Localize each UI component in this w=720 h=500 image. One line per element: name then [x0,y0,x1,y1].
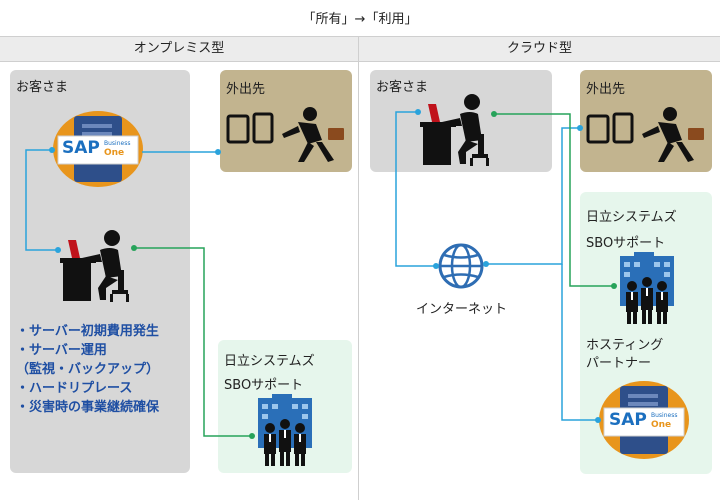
bullet-item: ・災害時の事業継続確保 [16,400,160,415]
desk-worker-icon [60,228,132,302]
onpremise-cost-list: ・サーバー初期費用発生 ・サーバー運用 （監視・バックアップ） ・ハードリプレー… [16,322,159,417]
sap-server-icon [598,380,690,460]
column-divider [358,36,359,500]
right-outside-label: 外出先 [586,82,626,97]
left-sap-brand: SAP [62,138,100,158]
hitachi-support-icon [612,252,682,326]
left-customer-label: お客さま [16,80,69,95]
bullet-item: （監視・バックアップ） [16,362,160,377]
hosting-label-1: ホスティング [586,338,664,353]
bullet-item: ・サーバー初期費用発生 [16,324,159,339]
right-sap-line1: Business [651,412,678,419]
right-sap-line2: One [651,420,672,430]
mobile-worker-icon [224,104,348,164]
desk-to-hitachi-line [491,111,617,289]
internet-to-outside-line [483,125,583,267]
internet-to-server-line [561,264,601,423]
internet-label: インターネット [416,302,508,317]
cloud-header: クラウド型 [359,36,720,62]
bullet-item: ・ハードリプレース [16,381,133,396]
sap-server-icon [52,110,144,188]
desk-to-hitachi-line [131,245,255,439]
hitachi-support-icon [250,394,320,468]
hosting-label-2: パートナー [586,356,652,371]
right-sap-brand: SAP [609,410,647,430]
left-sap-line2: One [104,148,125,158]
server-to-desk-line [25,147,61,253]
globe-icon [437,242,485,290]
left-sap-line1: Business [104,140,131,147]
left-outside-label: 外出先 [226,82,266,97]
right-customer-label: お客さま [376,80,429,95]
diagram-title: 「所有」→「利用」 [302,12,418,27]
bullet-item: ・サーバー運用 [16,343,107,358]
desk-to-internet-line [395,109,439,269]
onpremise-header: オンプレミス型 [0,36,358,62]
